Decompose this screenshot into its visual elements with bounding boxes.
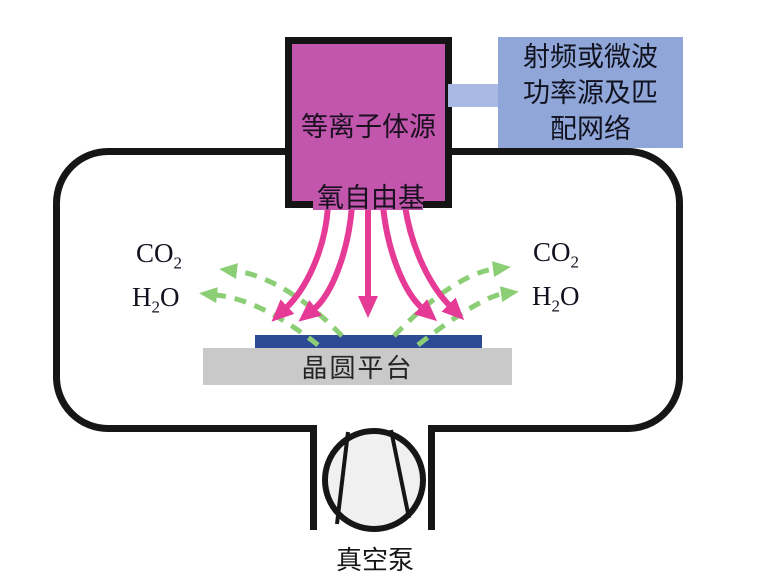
oxygen-radical-label: 氧自由基 bbox=[317, 183, 425, 213]
co2-label-left: CO2 bbox=[136, 238, 183, 273]
plasma-source-label: 等离子体源 bbox=[301, 112, 436, 142]
h2o-label-right: H2O bbox=[532, 281, 580, 316]
rf-power-label-line2: 功率源及匹 bbox=[523, 77, 658, 108]
vacuum-pump-label: 真空泵 bbox=[335, 546, 414, 575]
rf-power-label-line1: 射频或微波 bbox=[523, 41, 658, 72]
power-feed-connector bbox=[448, 84, 498, 107]
h2o-label-left: H2O bbox=[132, 282, 180, 317]
h2o-subscript: 2 bbox=[551, 296, 561, 316]
co2-text: CO bbox=[136, 238, 174, 268]
h2o-subscript: 2 bbox=[151, 297, 161, 317]
exhaust-duct-wall-left bbox=[310, 425, 317, 530]
rf-power-box: 射频或微波 功率源及匹 配网络 bbox=[498, 37, 683, 148]
rf-power-label-line3: 配网络 bbox=[550, 113, 631, 144]
wafer-stage: 晶圆平台 bbox=[203, 348, 512, 385]
co2-subscript: 2 bbox=[570, 252, 580, 272]
co2-text: CO bbox=[533, 237, 571, 267]
plasma-source-outlet bbox=[313, 200, 423, 210]
h2o-text-o: O bbox=[160, 282, 180, 312]
vacuum-pump-vanes bbox=[335, 429, 411, 525]
exhaust-duct-wall-right bbox=[428, 425, 435, 530]
wafer-stage-label: 晶圆平台 bbox=[301, 354, 414, 383]
h2o-text-h: H bbox=[132, 282, 152, 312]
co2-label-right: CO2 bbox=[533, 237, 580, 272]
wafer bbox=[255, 335, 482, 348]
h2o-text-h: H bbox=[532, 281, 552, 311]
h2o-text-o: O bbox=[560, 281, 580, 311]
co2-subscript: 2 bbox=[173, 253, 183, 273]
